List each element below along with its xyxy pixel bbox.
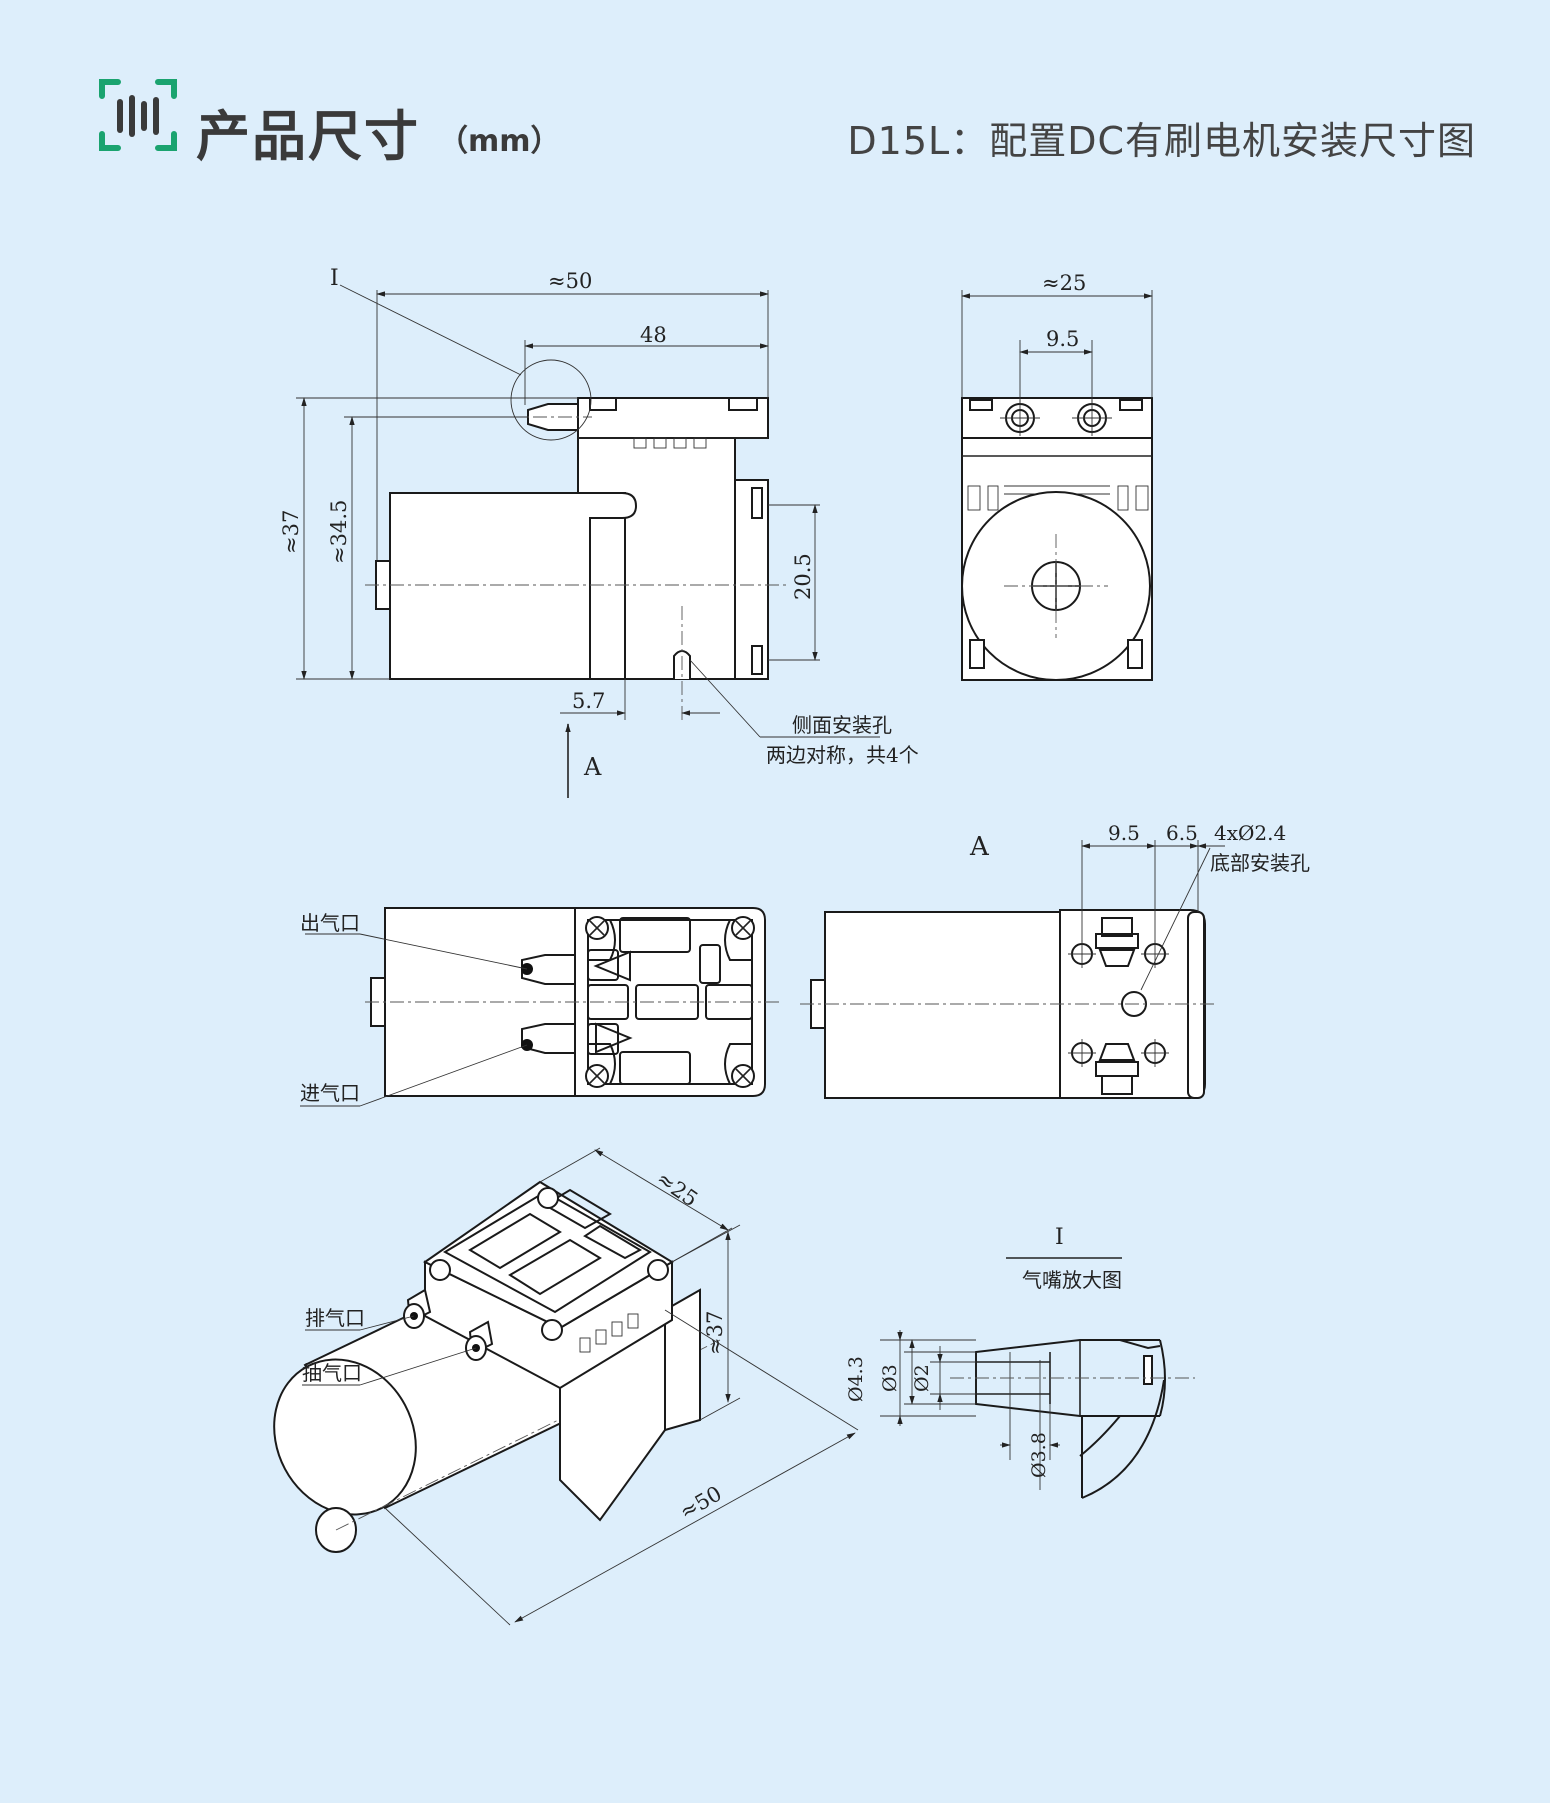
dim-height-inner: ≈34.5 <box>327 500 351 564</box>
iso-dim-length: ≈50 <box>676 1481 726 1524</box>
front-view: ≈25 9.5 <box>961 271 1153 681</box>
note-side-holes-2: 两边对称，共4个 <box>766 743 919 767</box>
detail-marker-i: I <box>330 266 339 291</box>
dim-head-length: 48 <box>640 323 667 347</box>
note-bottom-holes: 底部安装孔 <box>1210 851 1310 875</box>
label-inlet: 进气口 <box>300 1081 360 1105</box>
note-side-holes-1: 侧面安装孔 <box>792 713 892 737</box>
top-view: 出气口 进气口 <box>300 907 780 1107</box>
bottom-dim-2: 6.5 <box>1166 821 1198 845</box>
bottom-dim-holes: 4xØ2.4 <box>1214 821 1286 845</box>
iso-view: 排气口 抽气口 ≈25 ≈37 ≈50 <box>273 1147 859 1626</box>
iso-dim-height: ≈37 <box>703 1311 727 1355</box>
label-exhaust: 排气口 <box>305 1306 365 1330</box>
dim-height: ≈37 <box>279 510 303 554</box>
unit-label: （mm） <box>438 124 561 159</box>
view-title-a: A <box>969 832 990 862</box>
dim-hole-offset: 5.7 <box>572 689 605 713</box>
page-subtitle: D15L：配置DC有刷电机安装尺寸图 <box>847 119 1476 163</box>
detail-view-marker: I <box>1055 1225 1064 1250</box>
bottom-dim-1: 9.5 <box>1108 821 1140 845</box>
dim-d38: Ø3.8 <box>1028 1432 1050 1478</box>
dim-hole-spacing: 20.5 <box>791 553 815 600</box>
label-suction: 抽气口 <box>302 1361 362 1385</box>
dim-overall-length: ≈50 <box>548 269 592 293</box>
dim-d3: Ø3 <box>879 1364 901 1392</box>
detail-view-title: 气嘴放大图 <box>1022 1268 1122 1292</box>
label-outlet: 出气口 <box>300 911 360 935</box>
view-arrow-a: A <box>583 753 602 781</box>
dim-front-width: ≈25 <box>1042 271 1086 295</box>
dim-d2: Ø2 <box>911 1364 933 1392</box>
page-title: 产品尺寸 <box>196 105 420 168</box>
page-header: 产品尺寸 （mm） D15L：配置DC有刷电机安装尺寸图 <box>0 0 1550 200</box>
dim-d43: Ø4.3 <box>845 1356 867 1402</box>
iso-dim-width: ≈25 <box>652 1166 702 1211</box>
detail-view: I 气嘴放大图 Ø4.3 Ø3 Ø2 <box>845 1225 1195 1499</box>
bottom-view: A 9.5 6.5 4xØ <box>800 821 1310 1099</box>
barcode-scan-icon <box>99 79 177 151</box>
dim-port-spacing: 9.5 <box>1046 327 1079 351</box>
side-view: I ≈50 48 ≈37 ≈34.5 20.5 5.7 侧面安装孔 两边对称，共… <box>279 266 919 798</box>
